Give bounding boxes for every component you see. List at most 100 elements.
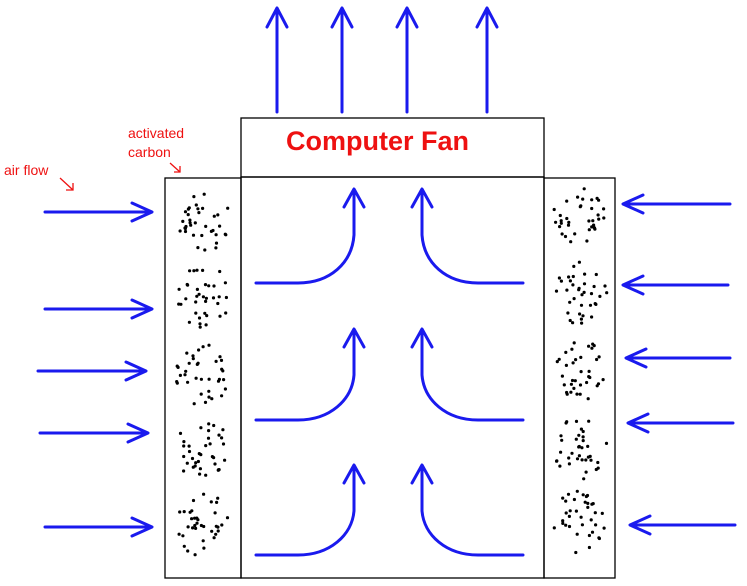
- carbon-dot: [193, 516, 197, 520]
- carbon-dot: [592, 226, 597, 230]
- carbon-dot: [186, 380, 190, 384]
- carbon-dot: [194, 203, 198, 207]
- carbon-dot: [584, 494, 589, 499]
- carbon-dot: [577, 286, 581, 290]
- carbon-dot: [602, 526, 606, 530]
- carbon-dot: [195, 294, 199, 298]
- carbon-dot: [218, 314, 222, 318]
- carbon-dot: [218, 355, 222, 359]
- air-flow-pointer-icon: [59, 177, 74, 191]
- carbon-dot: [579, 303, 584, 307]
- carbon-dot: [577, 433, 581, 437]
- carbon-dot: [569, 240, 573, 244]
- carbon-dot: [586, 444, 590, 448]
- carbon-dot: [602, 207, 606, 211]
- carbon-dot: [582, 477, 586, 481]
- carbon-dot: [594, 302, 598, 306]
- left-inflow-arrow-icon: [626, 412, 735, 434]
- carbon-dot: [191, 526, 195, 530]
- carbon-dot: [223, 281, 227, 285]
- curved-up-arrow-icon: [254, 187, 366, 285]
- carbon-dot: [572, 297, 576, 301]
- carbon-dot: [602, 216, 606, 220]
- carbon-dot: [552, 526, 556, 530]
- carbon-dot: [581, 439, 585, 443]
- carbon-dot: [182, 510, 186, 514]
- carbon-dot: [595, 357, 599, 362]
- carbon-dot: [572, 341, 576, 345]
- air-flow-label: air flow: [4, 162, 49, 178]
- carbon-dot: [198, 322, 202, 326]
- carbon-dot: [195, 268, 199, 272]
- carbon-dot: [566, 311, 570, 315]
- carbon-dot: [219, 358, 224, 362]
- up-exhaust-arrow-icon: [330, 6, 354, 114]
- carbon-dot: [568, 279, 573, 283]
- carbon-dot: [212, 536, 216, 540]
- left-inflow-arrow-icon: [621, 193, 732, 215]
- carbon-dot: [185, 351, 189, 355]
- right-inflow-arrow-icon: [38, 422, 150, 444]
- curved-up-arrow-icon: [254, 463, 366, 557]
- carbon-dot: [574, 550, 578, 555]
- carbon-dot: [190, 517, 194, 521]
- carbon-dot: [566, 223, 571, 227]
- carbon-dot: [201, 539, 205, 543]
- carbon-dot: [178, 431, 183, 435]
- carbon-dot: [567, 524, 572, 529]
- carbon-dot: [223, 387, 227, 391]
- carbon-dot: [216, 213, 220, 217]
- carbon-dot: [581, 429, 585, 434]
- carbon-dot: [577, 445, 581, 449]
- carbon-dot: [183, 229, 188, 234]
- carbon-dot: [212, 423, 216, 428]
- carbon-dot: [185, 282, 189, 287]
- carbon-dot: [596, 382, 601, 386]
- activated-carbon-line2: carbon: [128, 144, 171, 160]
- carbon-dot: [574, 437, 578, 441]
- carbon-dot: [193, 553, 197, 557]
- carbon-dot: [197, 211, 201, 215]
- carbon-dot: [214, 532, 218, 536]
- carbon-dot: [201, 345, 205, 349]
- carbon-dot: [210, 397, 214, 401]
- carbon-dot: [197, 316, 202, 320]
- carbon-dot: [597, 217, 601, 221]
- carbon-dot: [198, 472, 202, 476]
- carbon-dot: [568, 300, 572, 304]
- carbon-dot: [590, 206, 594, 211]
- carbon-dot: [205, 314, 209, 318]
- carbon-dot: [207, 284, 211, 288]
- carbon-dot: [554, 289, 559, 293]
- carbon-dot: [587, 545, 592, 550]
- right-inflow-arrow-icon: [36, 360, 148, 382]
- carbon-dot: [191, 498, 196, 503]
- carbon-dot: [196, 518, 200, 522]
- carbon-dot: [211, 296, 216, 300]
- carbon-dot: [587, 419, 591, 423]
- carbon-dot: [202, 524, 206, 529]
- left-carbon-filter: [164, 177, 242, 579]
- carbon-dot: [204, 296, 208, 300]
- main-chamber: [240, 176, 545, 579]
- carbon-dot: [593, 511, 597, 515]
- carbon-dot: [220, 394, 224, 398]
- carbon-dot: [578, 392, 582, 396]
- carbon-dot: [568, 509, 572, 513]
- carbon-dot: [175, 380, 179, 384]
- carbon-dot: [559, 219, 563, 223]
- carbon-dot: [586, 455, 591, 459]
- carbon-dot: [191, 357, 195, 361]
- carbon-dot: [572, 497, 577, 502]
- carbon-dot: [192, 269, 196, 273]
- carbon-dot: [183, 373, 187, 377]
- curved-up-arrow-icon: [254, 327, 366, 422]
- up-exhaust-arrow-icon: [475, 6, 499, 114]
- carbon-dot: [214, 233, 218, 237]
- carbon-dot: [604, 441, 609, 445]
- left-inflow-arrow-icon: [621, 274, 730, 296]
- carbon-dot: [201, 295, 205, 299]
- carbon-dot: [596, 213, 600, 217]
- carbon-dot: [564, 363, 569, 367]
